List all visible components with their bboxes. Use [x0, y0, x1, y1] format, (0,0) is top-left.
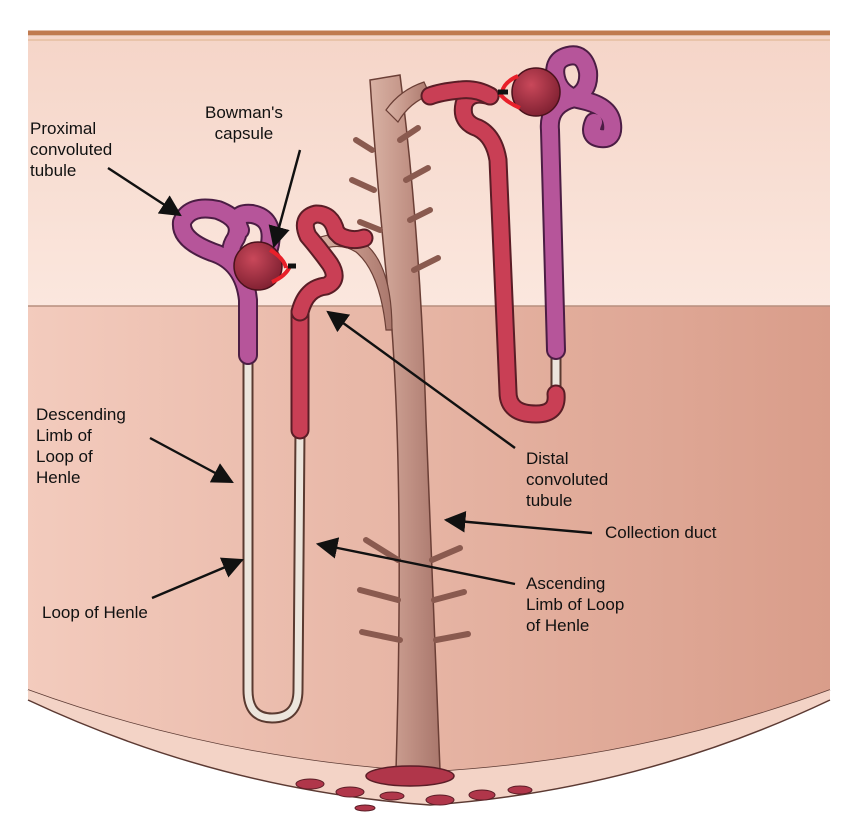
arrow-proximal	[107, 166, 182, 217]
pointer-arrows	[107, 149, 593, 600]
label-proximal-tubule: Proximal convoluted tubule	[30, 118, 112, 181]
label-line: Loop of	[36, 447, 93, 466]
label-line: capsule	[214, 124, 274, 143]
label-line: convoluted	[30, 140, 113, 159]
arrow-distal	[326, 310, 516, 449]
label-line: Loop of Henle	[42, 603, 148, 622]
papilla-opening	[365, 765, 455, 787]
arrow-ascending	[315, 537, 516, 586]
label-bowmans-capsule: Bowman's capsule	[205, 102, 283, 144]
label-line: Proximal	[30, 119, 97, 138]
label-line: Henle	[36, 468, 81, 487]
label-line: Collection duct	[605, 523, 717, 542]
label-line: Distal	[526, 449, 569, 468]
bowmans-capsule-left	[233, 241, 283, 291]
label-line: Bowman's	[205, 103, 283, 122]
arrow-descending	[149, 436, 234, 484]
label-line: Descending	[36, 405, 126, 424]
pelvis-ducts	[295, 778, 533, 812]
label-line: tubule	[526, 491, 573, 510]
label-line: Limb of	[36, 426, 92, 445]
label-line: Ascending	[526, 574, 606, 593]
label-collection-duct: Collection duct	[605, 522, 717, 543]
label-line: tubule	[30, 161, 77, 180]
nephron-right	[420, 45, 623, 424]
arrow-loop	[151, 557, 244, 600]
label-distal-tubule: Distal convoluted tubule	[526, 448, 608, 511]
label-line: Limb of Loop	[526, 595, 625, 614]
label-descending-limb: Descending Limb of Loop of Henle	[36, 404, 126, 488]
nephron-left	[171, 198, 374, 724]
label-loop-of-henle: Loop of Henle	[42, 602, 148, 623]
label-line: of Henle	[526, 616, 590, 635]
arrow-bowmans	[268, 149, 302, 249]
bowmans-capsule-right	[511, 67, 561, 117]
label-line: convoluted	[526, 470, 609, 489]
label-ascending-limb: Ascending Limb of Loop of Henle	[526, 573, 624, 636]
arrow-collection	[443, 510, 593, 535]
